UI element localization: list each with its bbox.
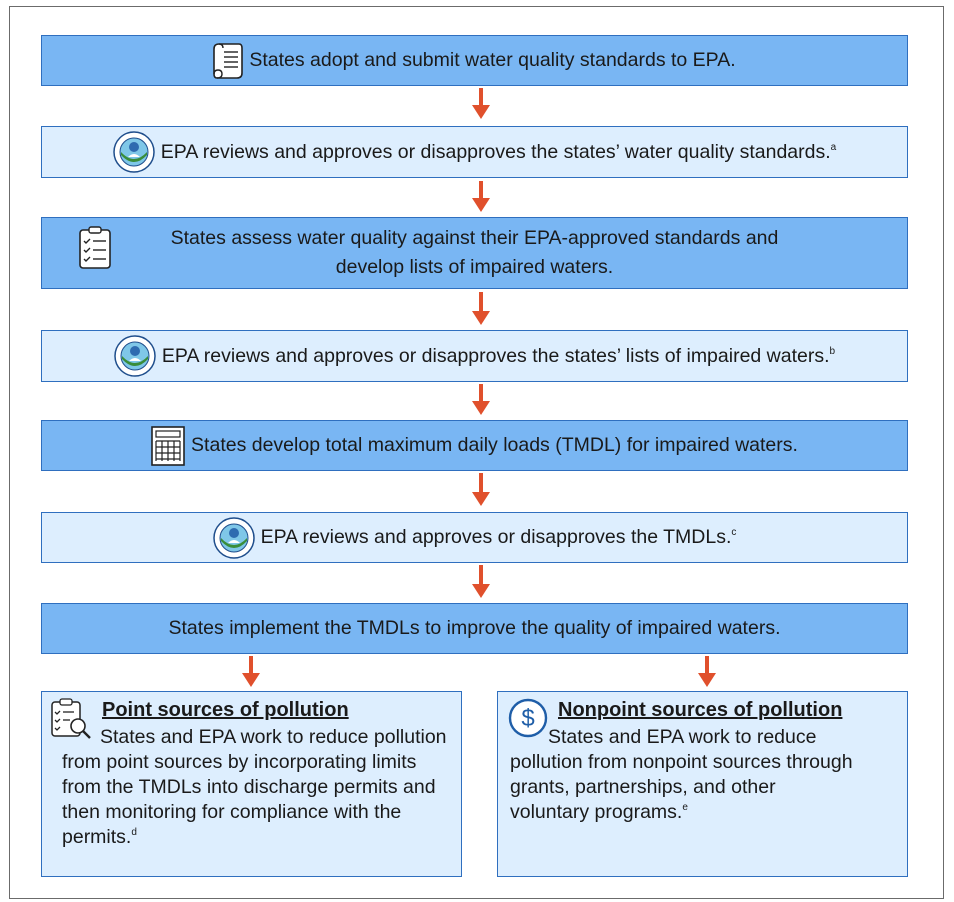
svg-text:$: $ xyxy=(521,705,534,732)
footnote-b: b xyxy=(829,345,836,357)
step-4-text: EPA reviews and approves or disapproves … xyxy=(161,344,830,367)
point-sources-title: Point sources of pollution xyxy=(102,699,349,721)
point-sources-body: States and EPA work to reduce pollution … xyxy=(62,726,447,848)
step-6-box: EPA reviews and approves or disapproves … xyxy=(41,512,908,563)
step-7-text: States implement the TMDLs to improve th… xyxy=(168,617,781,639)
step-2-text: EPA reviews and approves or disapproves … xyxy=(160,140,831,163)
nonpoint-sources-box: $ Nonpoint sources of pollution States a… xyxy=(497,691,908,877)
step-3-text-line2: develop lists of impaired waters. xyxy=(335,256,614,278)
checklist-magnifier-icon xyxy=(50,698,92,740)
arrow-7-nonpoint xyxy=(698,656,716,687)
step-5-box: States develop total maximum daily loads… xyxy=(41,420,908,471)
arrow-3-4 xyxy=(472,292,490,325)
epa-seal-icon xyxy=(114,335,156,377)
epa-seal-icon xyxy=(113,131,155,173)
scroll-document-icon xyxy=(213,41,244,81)
nonpoint-sources-title: Nonpoint sources of pollution xyxy=(558,699,843,721)
arrow-2-3 xyxy=(472,181,490,212)
arrow-6-7 xyxy=(472,565,490,598)
step-2-box: EPA reviews and approves or disapproves … xyxy=(41,126,908,178)
checklist-icon xyxy=(78,226,112,270)
epa-seal-icon xyxy=(212,516,255,559)
step-3-box: States assess water quality against thei… xyxy=(41,217,908,289)
step-6-text: EPA reviews and approves or disapproves … xyxy=(260,526,732,548)
arrow-5-6 xyxy=(472,473,490,506)
step-5-text: States develop total maximum daily loads… xyxy=(191,434,798,456)
dollar-circle-icon: $ xyxy=(508,698,548,738)
arrow-4-5 xyxy=(472,384,490,415)
step-1-box: States adopt and submit water quality st… xyxy=(41,35,908,86)
footnote-e: e xyxy=(682,802,688,813)
step-4-box: EPA reviews and approves or disapproves … xyxy=(41,330,908,382)
point-sources-box: Point sources of pollution States and EP… xyxy=(41,691,462,877)
step-3-text-line1: States assess water quality against thei… xyxy=(170,227,779,249)
arrow-1-2 xyxy=(472,88,490,119)
calculator-grid-icon xyxy=(151,425,185,466)
nonpoint-sources-body: States and EPA work to reduce pollution … xyxy=(510,726,853,823)
step-7-box: States implement the TMDLs to improve th… xyxy=(41,603,908,654)
step-1-text: States adopt and submit water quality st… xyxy=(249,49,736,71)
footnote-c: c xyxy=(731,527,737,538)
arrow-7-point xyxy=(242,656,260,687)
footnote-d: d xyxy=(131,827,137,838)
figure-frame xyxy=(9,6,944,899)
footnote-a: a xyxy=(830,141,837,153)
